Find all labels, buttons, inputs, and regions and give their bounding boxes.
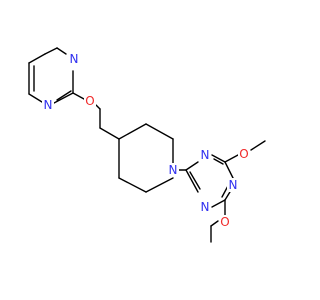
atom-o-methoxy-bottom: O (219, 215, 231, 229)
bond (95, 104, 101, 110)
bond (211, 199, 226, 208)
bond (210, 220, 219, 227)
bond (99, 127, 120, 140)
bond (28, 93, 43, 103)
atom-label-n: N (44, 98, 53, 112)
atom-label-n: N (201, 200, 210, 214)
bond (53, 92, 74, 104)
bond (28, 53, 46, 64)
bond (185, 161, 199, 171)
molecule-canvas: N N O N N N N O (28, 47, 266, 243)
atom-n-pyrimidine-top: N (68, 52, 80, 66)
bond (145, 123, 174, 140)
atom-label-o: O (85, 94, 94, 108)
bonds (28, 47, 266, 243)
atom-label-n: N (169, 163, 178, 177)
atom-labels: N N O N N N N O (42, 52, 250, 229)
bond (145, 177, 174, 193)
bond (56, 90, 72, 101)
atom-label-n: N (201, 148, 210, 162)
bond (185, 169, 199, 193)
atom-label-o: O (220, 215, 229, 229)
bond (250, 140, 266, 151)
atom-o-methoxy-top: O (238, 147, 250, 161)
bond (224, 161, 234, 179)
bond (118, 123, 147, 140)
molecule-structure: N N O N N N N O (28, 47, 266, 243)
atom-n-piperidine: N (167, 163, 179, 177)
atom-n-triazine-bottom: N (199, 200, 211, 214)
bond (189, 171, 201, 190)
bond (213, 158, 224, 165)
bond (44, 47, 58, 55)
atom-n-pyrimidine-bottom: N (42, 98, 54, 112)
atom-o-ether: O (84, 94, 96, 108)
atom-label-o: O (239, 147, 248, 161)
bond (72, 92, 85, 100)
bond (56, 47, 67, 55)
bond (211, 154, 226, 163)
atom-n-triazine-right: N (227, 178, 239, 192)
atom-n-triazine-top: N (199, 148, 211, 162)
bond (224, 154, 239, 163)
atom-label-n: N (229, 178, 238, 192)
bond (118, 177, 147, 193)
atom-label-n: N (70, 52, 79, 66)
